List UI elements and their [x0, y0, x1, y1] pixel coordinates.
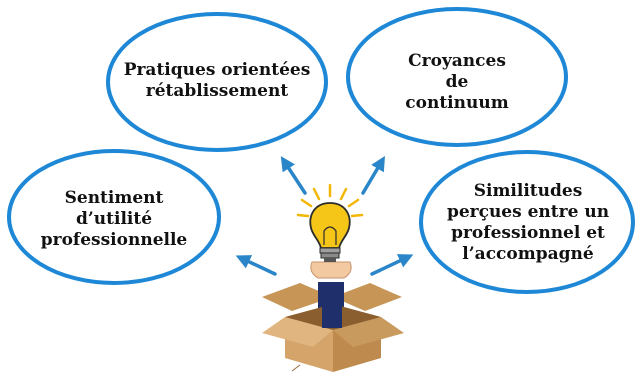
bubble-mid-right-line-1: Similitudes: [473, 181, 583, 201]
arrow-mid-left: [235, 255, 277, 276]
bubble-mid-left-line-2: d’utilité: [75, 208, 153, 229]
bubble-mid-left-ellipse: [7, 149, 221, 285]
bubble-top-left-ellipse: [106, 12, 328, 152]
bubble-top-right-line-2: de: [445, 71, 469, 92]
bubble-top-left-line-2: rétablissement: [145, 81, 289, 101]
hand: [310, 261, 352, 279]
idea-box-illustration: [262, 261, 404, 372]
bubble-mid-right-ellipse: [419, 150, 635, 294]
bubble-mid-left-line-1: Sentiment: [64, 187, 164, 208]
light-bulb-icon: [296, 183, 364, 262]
bubble-top-right-line-3: continuum: [405, 92, 509, 113]
bubble-top-right-ellipse: [346, 7, 568, 147]
bubble-mid-right-line-3: professionnel et: [451, 223, 605, 243]
arrow-mid-right: [370, 254, 414, 276]
bubble-top-left-label: Pratiques orientées rétablissement: [117, 50, 317, 112]
arrow-top-right: [361, 155, 386, 195]
bubble-mid-right-line-2: perçues entre un: [446, 202, 610, 222]
bubble-top-right-line-1: Croyances: [408, 50, 506, 71]
bubble-mid-right-line-4: l’accompagné: [462, 244, 594, 264]
bubble-mid-left-line-3: professionnelle: [40, 229, 188, 250]
bubble-top-left-line-1: Pratiques orientées: [123, 60, 311, 80]
bubble-mid-right-label: Similitudes perçues entre un professionn…: [437, 175, 619, 271]
bubble-top-right-label: Croyances de continuum: [377, 42, 537, 122]
arrow-top-left: [280, 156, 307, 195]
arrows: [235, 155, 414, 276]
bubble-mid-left-label: Sentiment d’utilité professionnelle: [34, 180, 194, 258]
